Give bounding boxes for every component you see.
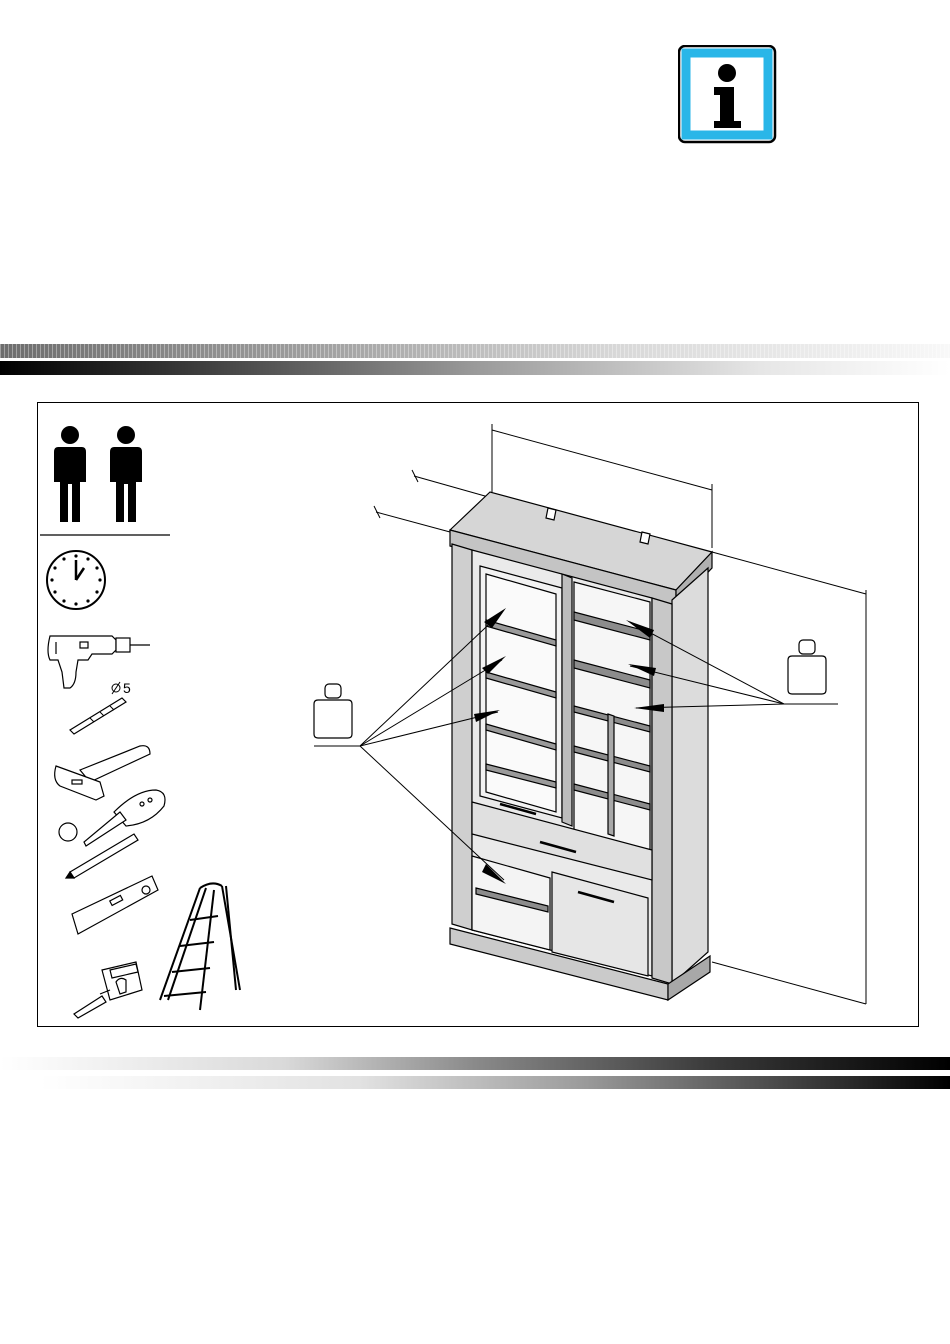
person-icon	[54, 426, 86, 522]
cabinet-icon	[450, 492, 712, 1000]
decorative-band-bottom-light	[40, 1076, 950, 1089]
clock-icon	[47, 551, 105, 609]
pencil-icon	[66, 834, 138, 878]
stepladder-icon	[160, 883, 240, 1010]
hammer-icon	[55, 746, 150, 800]
weight-icon	[314, 684, 352, 738]
drill-bit-icon: 5	[70, 680, 131, 734]
weight-icon	[788, 640, 826, 694]
decorative-band-bottom-dark	[0, 1057, 950, 1070]
person-icon	[110, 426, 142, 522]
spirit-level-icon	[72, 876, 158, 934]
drill-bit-label: 5	[123, 680, 131, 696]
drill-icon	[48, 636, 150, 688]
tape-measure-icon	[74, 962, 142, 1018]
screwdriver-icon	[59, 790, 165, 846]
